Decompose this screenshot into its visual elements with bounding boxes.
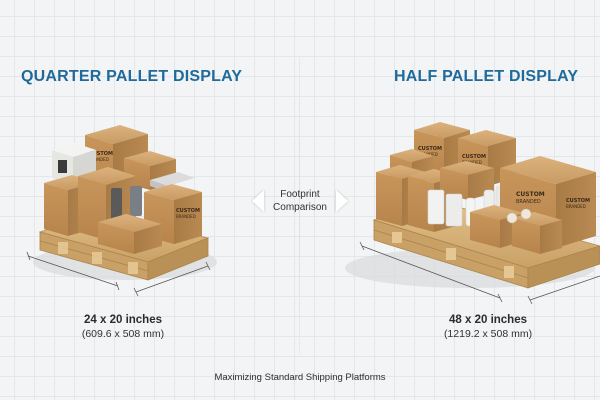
half-box — [470, 212, 500, 248]
half-block — [446, 248, 456, 260]
quarter-box-label: CUSTOM — [176, 208, 200, 214]
caption: Maximizing Standard Shipping Platforms — [214, 372, 386, 383]
half-box-label: CUSTOM — [566, 198, 590, 204]
footprint-label-line2: Comparison — [273, 202, 327, 213]
quarter-box-label: CUSTOM — [89, 151, 113, 157]
quarter-pallet-side — [147, 237, 209, 281]
half-dimension-inches: 48 x 20 inches — [449, 314, 527, 326]
half-box — [512, 218, 540, 254]
half-box-label: CUSTOM — [418, 146, 442, 152]
half-product-jar — [520, 208, 532, 220]
footprint-label-line1: Footprint — [280, 189, 320, 200]
half-box — [440, 168, 468, 200]
half-product — [427, 189, 445, 225]
quarter-dimension-tick — [133, 287, 139, 297]
quarter-pallet-dimensions: 24 x 20 inches (609.6 x 508 mm) — [68, 313, 178, 341]
half-box-label: CUSTOM — [516, 191, 545, 198]
half-box — [556, 172, 596, 248]
footprint-comparison-label: Footprint Comparison — [273, 188, 327, 214]
half-dimension-tick — [527, 295, 533, 305]
half-pallet-title: HALF PALLET DISPLAY — [394, 68, 579, 85]
half-pallet-side — [527, 245, 600, 289]
arrow-left-icon — [252, 190, 264, 212]
footprint-comparison: Footprint Comparison — [250, 184, 350, 218]
half-box — [458, 130, 516, 146]
half-box — [500, 156, 596, 184]
quarter-product-tray — [150, 172, 195, 186]
quarter-box-label: BRANDED — [89, 157, 109, 162]
quarter-box — [144, 184, 202, 200]
half-pallet-group: CUSTOM BRANDED CUSTOM BRANDED CUSTOM B — [345, 122, 600, 305]
quarter-box-label: BRANDED — [176, 214, 196, 219]
quarter-box — [98, 214, 162, 232]
quarter-dimension-mm: (609.6 x 508 mm) — [81, 328, 165, 340]
half-dimension-line — [361, 245, 501, 299]
quarter-pallet-group: CUSTOM BRANDED CUSTOM BRANDED — [26, 125, 217, 297]
half-dimension-tick — [497, 293, 503, 303]
half-box — [414, 122, 470, 138]
quarter-box — [174, 192, 202, 244]
half-box-label: CUSTOM — [462, 154, 486, 160]
arrow-right-icon — [336, 190, 348, 212]
quarter-dimension-inches: 24 x 20 inches — [84, 314, 162, 326]
half-box — [540, 220, 562, 254]
half-dimension-tick — [359, 241, 365, 251]
half-dimension-mm: (1219.2 x 508 mm) — [443, 328, 533, 340]
quarter-box — [98, 222, 134, 254]
half-box — [440, 161, 494, 175]
half-box-label: BRANDED — [516, 199, 541, 205]
half-pallet-dimensions: 48 x 20 inches (1219.2 x 508 mm) — [433, 313, 543, 341]
quarter-block — [58, 242, 68, 254]
quarter-product — [130, 186, 142, 216]
quarter-block — [128, 262, 138, 274]
quarter-product — [111, 188, 122, 220]
quarter-dimension-tick — [26, 251, 31, 261]
quarter-box — [85, 125, 148, 144]
quarter-box — [44, 183, 68, 236]
quarter-box — [134, 224, 162, 254]
half-block — [504, 266, 514, 278]
quarter-dimension-line — [27, 255, 119, 287]
quarter-box — [78, 167, 136, 185]
half-box-label: BRANDED — [566, 204, 586, 209]
center-divider — [299, 55, 300, 355]
quarter-dimension-tick — [115, 281, 120, 291]
quarter-dimension-tick — [205, 261, 211, 271]
quarter-dimension-line — [135, 265, 209, 293]
quarter-block — [92, 252, 102, 264]
quarter-white-box-window — [58, 160, 67, 173]
half-product — [445, 193, 463, 227]
quarter-pallet-title: QUARTER PALLET DISPLAY — [21, 68, 243, 85]
half-box — [408, 176, 434, 232]
half-box — [390, 149, 434, 162]
half-box — [376, 172, 402, 226]
half-product-jar — [506, 212, 518, 224]
half-block — [392, 232, 402, 243]
quarter-box — [124, 151, 176, 166]
half-dimension-line — [529, 275, 600, 301]
quarter-white-box — [52, 143, 96, 157]
